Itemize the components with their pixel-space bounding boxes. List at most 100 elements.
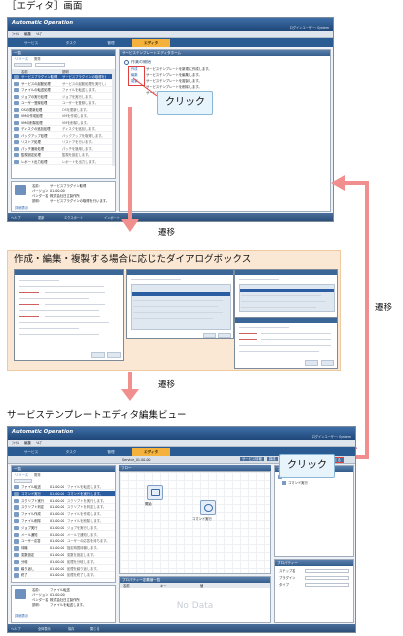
table-row[interactable]: ユーザー登録処理ユーザーを登録します。 [12,100,115,107]
plugin-icon [14,539,19,544]
status-close[interactable]: 閉じる [90,627,100,631]
tab-editor[interactable]: エディタ [132,448,170,456]
menu-edit[interactable]: 編集 [24,32,31,36]
table-row[interactable]: バックアップ処理バックアップを取得します。 [12,133,115,139]
tab-service[interactable]: サービス [23,450,39,454]
click-callout-2: クリック [279,454,335,478]
menu-file[interactable]: ﾌｧｲﾙ [12,441,19,445]
down-arrow-icon [121,219,139,232]
status-import[interactable]: インポート [104,216,120,220]
plugin-icon [14,505,19,510]
list-tab-release[interactable]: リリース [15,57,29,61]
column-value[interactable]: 値 [200,583,204,588]
table-row[interactable]: 監視設定処理監視を設定します。 [12,152,115,159]
type-field[interactable] [305,583,349,587]
status-refresh[interactable]: 更新 [38,216,45,220]
command-node[interactable] [200,500,216,515]
step-name-field[interactable] [305,569,349,573]
menu-help[interactable]: ﾍﾙﾌﾟ [36,441,43,445]
table-row[interactable]: ディスクの追加処理ディスクを追加します。 [12,126,115,133]
plugin-icon [14,532,19,537]
list-pane-title: 一覧 [12,466,115,472]
tree-item-command[interactable]: コマンド実行 [288,480,308,485]
status-export[interactable]: エクスポート [64,216,84,220]
column-key[interactable]: キー [160,583,167,588]
status-fit[interactable]: 全体表示 [38,627,51,631]
details-link[interactable]: 詳細表示 [15,206,29,210]
menu-file[interactable]: ﾌｧｲﾙ [12,32,19,36]
status-help[interactable]: ヘルプ [11,216,21,220]
property-table-title: プロパティー定義値一覧 [120,577,270,583]
status-bar: ヘルプ 全体表示 保存 閉じる [8,624,355,632]
filter-dropdown[interactable] [14,479,32,483]
tab-task[interactable]: タスク [65,41,77,45]
table-row[interactable]: サービスプラグイン取得サービスプラグインの取得を行います。 [12,74,115,81]
menu-bar: ﾌｧｲﾙ 編集 ﾍﾙﾌﾟ [8,31,333,38]
toolbar-service-info[interactable]: サービス情報 [240,457,264,462]
toolbar-config[interactable]: 構成 [267,457,278,462]
create-link[interactable]: 作成 [131,67,138,71]
tab-service[interactable]: サービス [23,41,39,45]
plugin-field[interactable] [305,576,349,580]
template-list-pane: 一覧 リリース 開発 名前 説明 サービスプラグイン取得サービスプラグインの取得… [11,49,116,179]
column-desc[interactable]: 説明 [62,69,69,74]
list-tab-dev[interactable]: 開発 [34,473,41,477]
template-icon [14,153,19,158]
list-tab-release[interactable]: リリース [15,473,29,477]
start-icon [151,489,160,496]
tab-admin[interactable]: 管理 [107,41,115,45]
table-row[interactable]: リストア処理リストアを行います。 [12,139,115,146]
list-scrollbar[interactable] [112,74,115,166]
list-tab-dev[interactable]: 開発 [34,57,41,61]
plugin-icon [14,573,19,578]
menu-edit[interactable]: 編集 [24,441,31,445]
column-name[interactable]: 名前 [123,583,130,588]
plugin-icon [14,546,19,551]
status-save[interactable]: 保存 [68,627,75,631]
template-icon [14,114,19,119]
return-arrow-bottom [352,455,369,459]
table-row[interactable]: ジョブの実行処理ジョブを実行します。 [12,94,115,100]
tab-editor[interactable]: エディタ [132,39,170,47]
template-icon [14,75,19,80]
column-name[interactable]: 名前 [21,69,28,74]
status-bar: ヘルプ 更新 エクスポート インポート [8,213,333,221]
table-row[interactable]: サービスの起動処理サービスの起動処理を実行します。 [12,81,115,87]
start-node[interactable] [147,485,163,500]
edit-link[interactable]: 編集 [131,73,138,77]
table-row[interactable]: パッチ適用処理パッチを適用します。 [12,146,115,152]
dialog-section: 作成・編集・複製する場合に応じたダイアログボックス [7,250,341,371]
flow-canvas[interactable]: 開始 コマンド実行 [119,471,271,574]
status-help[interactable]: ヘルプ [11,627,21,631]
user-label: ログインユーザー: System [289,26,329,30]
details-link[interactable]: 詳細表示 [15,614,29,618]
table-row[interactable]: レポート出力処理レポートを出力します。 [12,159,115,165]
tab-admin[interactable]: 管理 [107,450,115,454]
menu-help[interactable]: ﾍﾙﾌﾟ [36,32,43,36]
filter-dropdown[interactable] [14,63,32,67]
search-input[interactable] [35,63,65,67]
editor-screen-screenshot: Automatic Operation ログインユーザー: System ﾌｧｲ… [7,17,334,222]
tab-task[interactable]: タスク [65,450,77,454]
app-logo: Automatic Operation [12,20,74,26]
start-title: 作業の開始 [131,60,151,64]
template-details-pane: 名前: サービスプラグイン取得 バージョン: 01.00.00 ベンダー名: 株… [11,181,116,212]
table-row[interactable]: ファイルの転送処理ファイルを転送します。 [12,87,115,94]
